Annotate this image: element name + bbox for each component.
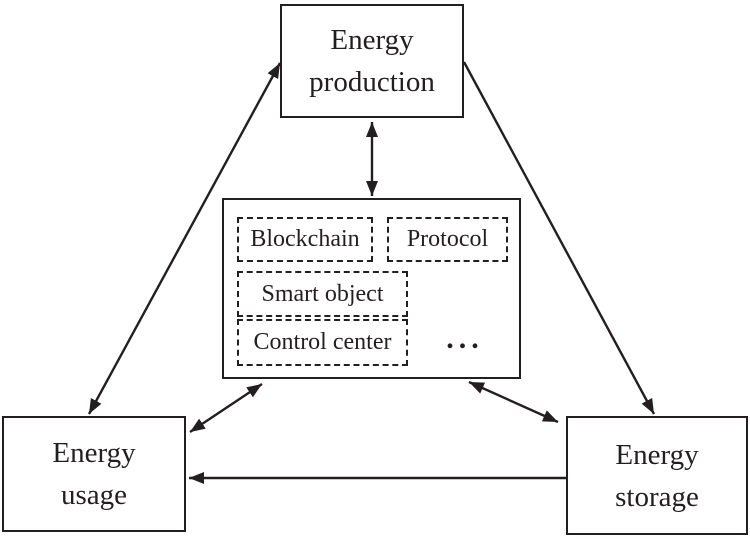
panel-item-smart-object-label: Smart object xyxy=(261,280,384,307)
panel-item-blockchain-label: Blockchain xyxy=(250,226,360,252)
node-energy-production-label-line1: Energy xyxy=(330,24,414,56)
arrow-production-storage xyxy=(462,61,656,415)
node-energy-storage: Energy storage xyxy=(566,416,748,535)
panel-item-ellipsis: ... xyxy=(446,322,484,355)
arrow-production-usage-bidirectional xyxy=(87,62,282,415)
arrow-centerpanel-storage-bidirectional xyxy=(468,380,559,424)
panel-item-protocol: Protocol xyxy=(387,217,508,262)
node-energy-storage-label-line2: storage xyxy=(615,480,699,513)
node-energy-usage-label-line2: usage xyxy=(60,479,128,511)
node-energy-production: Energy production xyxy=(280,4,464,118)
panel-item-smart-object: Smart object xyxy=(237,271,408,317)
panel-item-control-center: Control center xyxy=(237,319,408,366)
panel-item-blockchain: Blockchain xyxy=(237,217,373,262)
node-energy-production-label-line2: production xyxy=(309,66,435,98)
node-energy-usage: Energy usage xyxy=(2,416,186,532)
arrow-centerpanel-usage-bidirectional xyxy=(189,383,263,433)
node-energy-storage-label-line1: Energy xyxy=(615,438,699,471)
panel-item-control-center-label: Control center xyxy=(253,329,392,355)
node-energy-usage-label-line1: Energy xyxy=(52,437,136,469)
center-panel: Blockchain Protocol Smart object Control… xyxy=(222,198,521,379)
panel-item-protocol-label: Protocol xyxy=(406,226,489,252)
